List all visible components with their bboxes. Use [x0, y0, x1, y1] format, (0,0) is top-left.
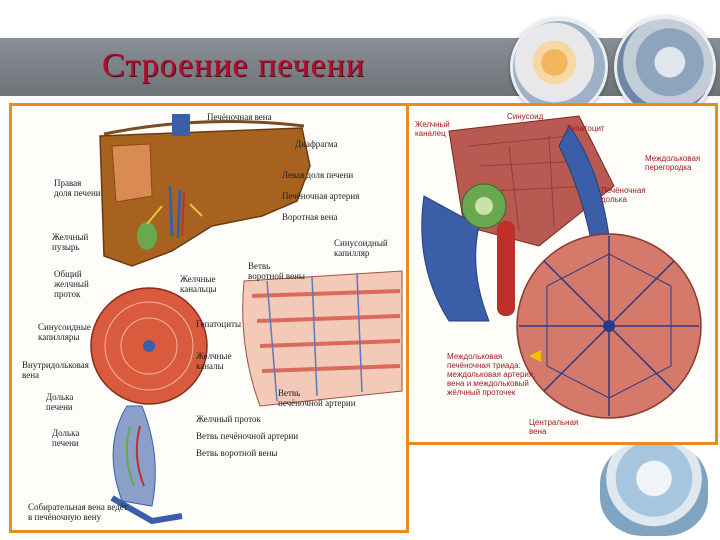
label-artery-branch-2: Ветвь печёночной артерии — [196, 431, 298, 441]
liver-anatomy-panel: Печёночная вена Диафрагма Левая доля печ… — [9, 103, 409, 533]
right-lobe-cut — [112, 144, 152, 202]
hepatic-vein-shape — [172, 114, 190, 136]
label-central-vein: Центральная вена — [529, 418, 578, 436]
label-artery-branch-1: Ветвь печёночной артерии — [278, 388, 356, 408]
label-liver-lobule-1: Долька печени — [46, 392, 73, 412]
collecting-vein-shape — [113, 406, 155, 506]
pills-photo-icon — [510, 18, 608, 116]
label-hepatic-artery: Печёночная артерия — [282, 191, 359, 201]
label-bile-ducts: Желчные канальцы — [180, 274, 217, 294]
label-common-bile-duct: Общий желчный проток — [54, 269, 89, 299]
slide-title: Строение печени — [102, 47, 365, 85]
label-sinusoid-capillaries: Синусоидные капилляры — [38, 322, 91, 342]
label-hepatic-lobule: Печёночная долька — [601, 186, 646, 204]
label-interlobular-septum: Междольковая перегородка — [645, 154, 700, 172]
hepatic-lobule-panel: Желчный каналец Синусоид Гепатоцит Междо… — [406, 103, 718, 445]
artery-tube — [497, 221, 515, 316]
label-intralobular-vein: Внутридольковая вена — [22, 360, 89, 380]
gallbladder-shape — [137, 222, 157, 250]
label-sinusoid: Синусоид — [507, 112, 543, 121]
label-bile-canal: Желчный каналец — [415, 120, 450, 138]
label-bile-canaliculi: Желчные каналы — [196, 351, 231, 371]
label-hepatic-vein: Печёночная вена — [207, 112, 272, 122]
label-diaphragm: Диафрагма — [295, 139, 337, 149]
label-left-lobe: Левая доля печени — [282, 170, 353, 180]
label-liver-lobule-2: Долька печени — [52, 428, 79, 448]
label-portal-branch-2: Ветвь воротной вены — [196, 448, 277, 458]
label-right-lobe: Правая доля печени — [54, 178, 101, 198]
label-portal-branch: Ветвь воротной вены — [248, 261, 305, 281]
label-collecting-vein: Собирательная вена ведёт в печёночную ве… — [28, 502, 128, 522]
label-portal-vein: Воротная вена — [282, 212, 338, 222]
label-gallbladder: Желчный пузырь — [52, 232, 88, 252]
label-bile-duct: Желчный проток — [196, 414, 261, 424]
doctor-photo-icon — [600, 440, 708, 536]
label-hepatocytes: Гепатоциты — [196, 319, 241, 329]
label-hepatocyte: Гепатоцит — [567, 124, 605, 133]
label-triad: Междольковая печёночная триада: междольк… — [447, 352, 535, 397]
label-sinusoid-capillary: Синусоидный капилляр — [334, 238, 388, 258]
